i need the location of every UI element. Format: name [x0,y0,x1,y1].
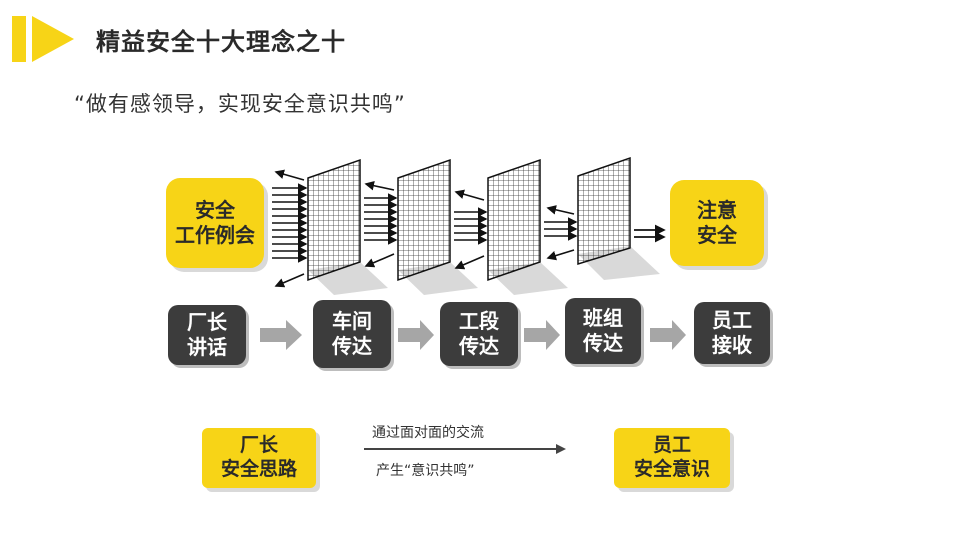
safety-meeting-line1: 安全 [195,198,235,222]
director-box-line1: 厂长 [239,434,278,457]
chain-arrow-4-icon [650,320,686,350]
chain-box-employee: 员工 接收 [694,302,770,364]
chain-box-5-line2: 接收 [712,333,752,357]
chain-arrow-3-icon [524,320,560,350]
chain-box-5-line1: 员工 [712,308,752,332]
filter-grid-2 [397,158,451,282]
filter-grids-diagram [272,156,666,295]
filter-grid-4 [577,156,631,266]
chain-box-2-line2: 传达 [332,334,372,358]
chain-box-1-line2: 讲话 [187,335,227,359]
header-accent-icon [12,16,74,62]
chain-box-factory-director: 厂长 讲话 [168,305,246,365]
attention-safety-line2: 安全 [697,223,737,247]
director-safety-thinking-box: 厂长 安全思路 [202,428,316,488]
arrows-group-2 [364,180,398,268]
employee-box-line1: 员工 [652,434,691,457]
safety-meeting-line2: 工作例会 [175,223,255,247]
chain-box-team: 班组 传达 [565,298,641,364]
arrows-group-4 [544,205,578,261]
director-box-line2: 安全思路 [220,458,297,480]
attention-safety-box: 注意 安全 [670,180,764,266]
chain-arrow-2-icon [398,320,434,350]
safety-meeting-box: 安全 工作例会 [166,178,264,268]
filter-grid-3 [487,158,541,282]
page-subtitle: “做有感领导，实现安全意识共鸣” [74,92,406,116]
chain-box-1-line1: 厂长 [187,310,227,334]
chain-box-4-line1: 班组 [583,306,623,330]
bottom-flow-arrow-icon [364,444,566,454]
chain-box-section: 工段 传达 [440,302,518,366]
chain-arrow-1-icon [260,320,302,350]
arrows-group-1 [272,169,308,288]
page-title: 精益安全十大理念之十 [96,28,346,56]
arrows-group-5 [634,224,666,243]
chain-box-workshop: 车间 传达 [313,300,391,368]
flow-label-above: 通过面对面的交流 [372,425,484,441]
chain-box-3-line2: 传达 [459,334,499,358]
chain-box-3-line1: 工段 [459,309,499,333]
employee-box-line2: 安全意识 [633,458,710,480]
employee-safety-awareness-box: 员工 安全意识 [614,428,730,488]
attention-safety-line1: 注意 [697,198,737,222]
filter-grid-1 [307,158,361,282]
arrows-group-3 [454,189,488,270]
chain-box-4-line2: 传达 [583,331,623,355]
flow-label-below: 产生“意识共鸣” [376,463,475,479]
chain-box-2-line1: 车间 [332,309,372,333]
